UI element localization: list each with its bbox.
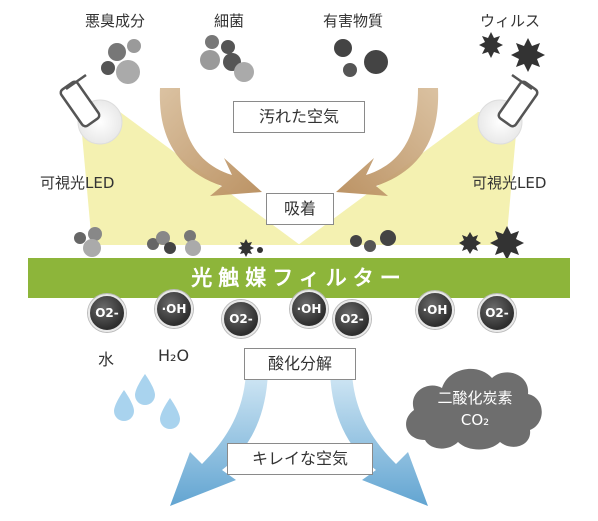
bacteria-particles-icon [200, 35, 254, 82]
dirty-air-box: 汚れた空気 [233, 101, 365, 133]
photocatalyst-filter-label: 光触媒フィルター [191, 266, 407, 290]
water-label: 水 [98, 350, 115, 369]
bacteria-label: 細菌 [214, 12, 245, 30]
harmful-substances-label: 有害物質 [323, 12, 384, 30]
light-beam-right [298, 112, 518, 245]
h2o-label: H₂O [158, 346, 190, 365]
molecule-superoxide: O2- [333, 300, 371, 338]
molecule-hydroxyl: ·OH [290, 290, 328, 328]
molecule-hydroxyl: ·OH [416, 291, 454, 329]
clean-air-arrow-right [330, 372, 428, 506]
molecule-superoxide: O2- [88, 294, 126, 332]
clean-air-box: キレイな空気 [227, 443, 373, 475]
led-right-label: 可視光LED [472, 174, 547, 192]
clean-air-arrow-left [170, 372, 268, 506]
co2-name-label: 二酸化炭素 [437, 389, 513, 407]
water-drops-icon [114, 374, 180, 429]
led-right-icon [477, 73, 539, 145]
molecule-superoxide: O2- [222, 300, 260, 338]
molecule-hydroxyl: ·OH [155, 290, 193, 328]
light-beam-left [80, 112, 300, 245]
adsorbed-particles [74, 226, 524, 260]
odor-label: 悪臭成分 [85, 12, 146, 30]
virus-label: ウィルス [480, 12, 541, 30]
co2-formula-label: CO₂ [460, 411, 490, 429]
adsorption-box: 吸着 [266, 193, 334, 225]
oxidation-box: 酸化分解 [244, 348, 356, 380]
harmful-particles-icon [334, 39, 388, 77]
co2-cloud-shape [406, 368, 542, 450]
odor-particles-icon [101, 39, 141, 84]
dirty-air-arrow-left [159, 88, 262, 196]
virus-particles-icon [479, 32, 545, 72]
molecule-superoxide: O2- [478, 294, 516, 332]
led-left-icon [59, 73, 123, 145]
dirty-air-arrow-right [336, 88, 439, 196]
led-left-label: 可視光LED [40, 174, 115, 192]
